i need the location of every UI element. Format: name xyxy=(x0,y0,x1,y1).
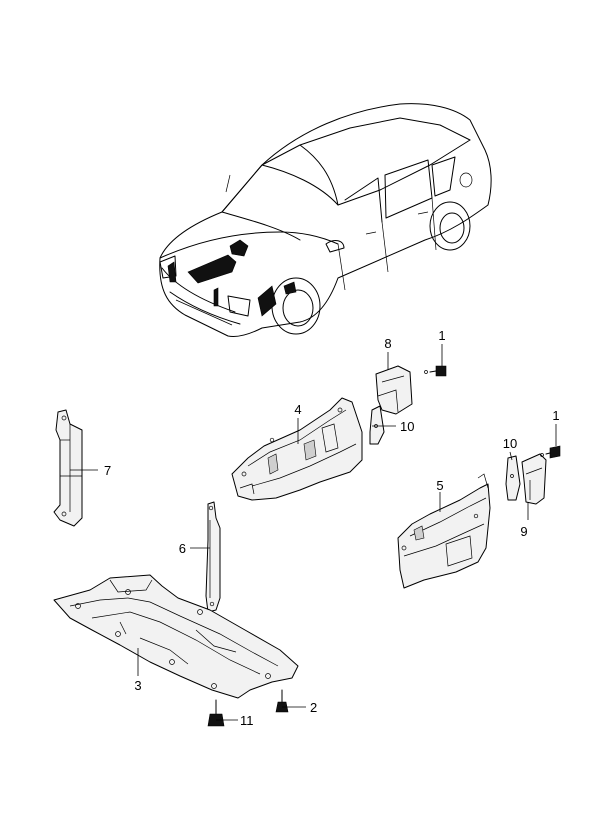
part-5-splash-shield xyxy=(397,473,491,589)
part-10-right-clip xyxy=(505,455,521,501)
callout-10-right: 10 xyxy=(503,436,517,451)
part-6-bracket xyxy=(205,501,221,613)
part-1-right-bolt xyxy=(540,445,561,459)
part-3-under-cover xyxy=(53,574,299,699)
callout-2: 2 xyxy=(310,700,317,715)
callout-3: 3 xyxy=(134,678,141,693)
part-2-bolt xyxy=(275,689,289,713)
callout-6: 6 xyxy=(179,541,186,556)
callout-9: 9 xyxy=(520,524,527,539)
part-1-upper-bolt xyxy=(424,365,447,377)
callout-7: 7 xyxy=(104,463,111,478)
leader-lines xyxy=(70,344,557,721)
callout-labels: 1 8 4 10 1 10 5 9 7 6 3 2 11 xyxy=(104,328,560,728)
part-7-bracket xyxy=(53,409,83,527)
callout-11: 11 xyxy=(240,713,254,728)
callout-1-right: 1 xyxy=(552,408,559,423)
callout-1-upper: 1 xyxy=(438,328,445,343)
part-4-splash-shield xyxy=(231,397,363,501)
part-9-bracket xyxy=(521,453,547,505)
part-11-nut xyxy=(207,699,225,727)
callout-4: 4 xyxy=(294,402,301,417)
part-10-upper-clip xyxy=(369,405,385,445)
part-8-bracket xyxy=(375,365,413,415)
callout-5: 5 xyxy=(436,478,443,493)
car-illustration xyxy=(159,103,492,337)
callout-8: 8 xyxy=(384,336,391,351)
callout-10-upper: 10 xyxy=(400,419,414,434)
